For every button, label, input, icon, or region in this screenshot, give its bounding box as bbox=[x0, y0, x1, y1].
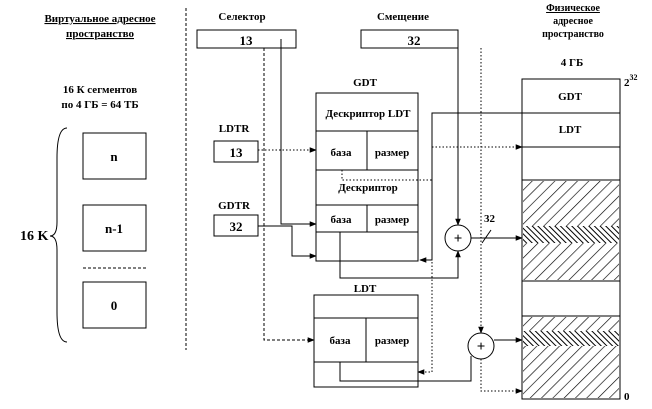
segment-count-label: 16 K bbox=[20, 229, 49, 244]
segment-n-minus-1-box bbox=[82, 204, 147, 252]
segment-n-label: n bbox=[110, 149, 118, 164]
selector-to-ldt-arrow bbox=[263, 48, 315, 343]
segments-count-line1: 16 К сегментов bbox=[63, 84, 137, 96]
ldt-size-label: размер bbox=[375, 335, 409, 347]
gdt-seg-base-label: база bbox=[331, 214, 352, 226]
gdt-ldt-size-label: размер bbox=[375, 147, 409, 159]
gdt-table bbox=[315, 92, 419, 262]
adder-lower-plus: + bbox=[477, 339, 486, 355]
segment-zero-box bbox=[82, 281, 147, 329]
physical-top-address-exponent: 32 bbox=[630, 73, 638, 82]
selector-title: Селектор bbox=[218, 11, 265, 23]
segments-brace bbox=[49, 127, 68, 343]
ldtr-label: LDTR bbox=[219, 123, 251, 135]
segment-n-minus-1-label: n-1 bbox=[105, 221, 123, 236]
gdt-base-to-upper-adder-arrow bbox=[339, 232, 461, 279]
physical-capacity-label: 4 ГБ bbox=[561, 57, 584, 69]
gdt-title: GDT bbox=[353, 77, 378, 89]
bus-width-label: 32 bbox=[484, 213, 496, 225]
offset-value: 32 bbox=[408, 33, 421, 48]
segment-zero-label: 0 bbox=[111, 298, 118, 313]
physical-space-title-line2: адресное bbox=[553, 16, 593, 27]
virtual-space-title-line2: пространство bbox=[66, 28, 134, 40]
physical-target-byte-upper bbox=[523, 226, 619, 243]
selector-box bbox=[196, 29, 297, 49]
ldtr-box bbox=[213, 140, 259, 163]
physical-segment-upper-hatched-tail bbox=[523, 243, 619, 280]
selector-to-gdt-descriptor-arrow bbox=[280, 39, 317, 227]
ldt-base-label: база bbox=[330, 335, 351, 347]
gdtr-label: GDTR bbox=[218, 200, 251, 212]
physical-bottom-address: 0 bbox=[624, 391, 630, 403]
physical-segment-lower-hatched-tail bbox=[523, 346, 619, 398]
gdtr-value: 32 bbox=[230, 219, 243, 234]
ldt-title: LDT bbox=[354, 283, 377, 295]
physical-segment-lower-hatched bbox=[523, 317, 619, 331]
physical-ldt-label: LDT bbox=[559, 124, 582, 136]
physical-target-byte-lower bbox=[523, 331, 619, 346]
physical-gdt-label: GDT bbox=[558, 91, 583, 103]
gdt-descriptor-label: Дескриптор bbox=[338, 182, 398, 194]
physical-segment-upper-hatched bbox=[523, 181, 619, 226]
gdt-seg-size-label: размер bbox=[375, 214, 409, 226]
segment-n-box bbox=[82, 132, 147, 180]
offset-box bbox=[360, 29, 459, 49]
segments-count-line2: по 4 ГБ = 64 ТБ bbox=[61, 99, 138, 111]
offset-title: Смещение bbox=[377, 11, 429, 23]
bus-width-slash bbox=[481, 229, 492, 244]
virtual-space-title-line1: Виртуальное адресное bbox=[44, 13, 155, 25]
selector-value: 13 bbox=[240, 33, 254, 48]
gdt-ldt-base-label: база bbox=[331, 147, 352, 159]
gdtr-to-gdt-arrow bbox=[258, 225, 317, 259]
ldt-base-to-lower-adder-line bbox=[339, 356, 472, 382]
physical-top-address-base: 2 bbox=[624, 77, 630, 89]
physical-space-title-line1: Физическое bbox=[546, 3, 600, 14]
physical-space-title-line3: пространство bbox=[542, 29, 604, 40]
gdt-ldt-descriptor-label: Дескриптор LDT bbox=[326, 108, 412, 120]
ldtr-value: 13 bbox=[230, 145, 244, 160]
adder-upper-plus: + bbox=[454, 231, 463, 247]
lower-adder-to-physical-bottom-arrow bbox=[480, 359, 523, 394]
physical-top-address: 232 bbox=[624, 73, 638, 89]
